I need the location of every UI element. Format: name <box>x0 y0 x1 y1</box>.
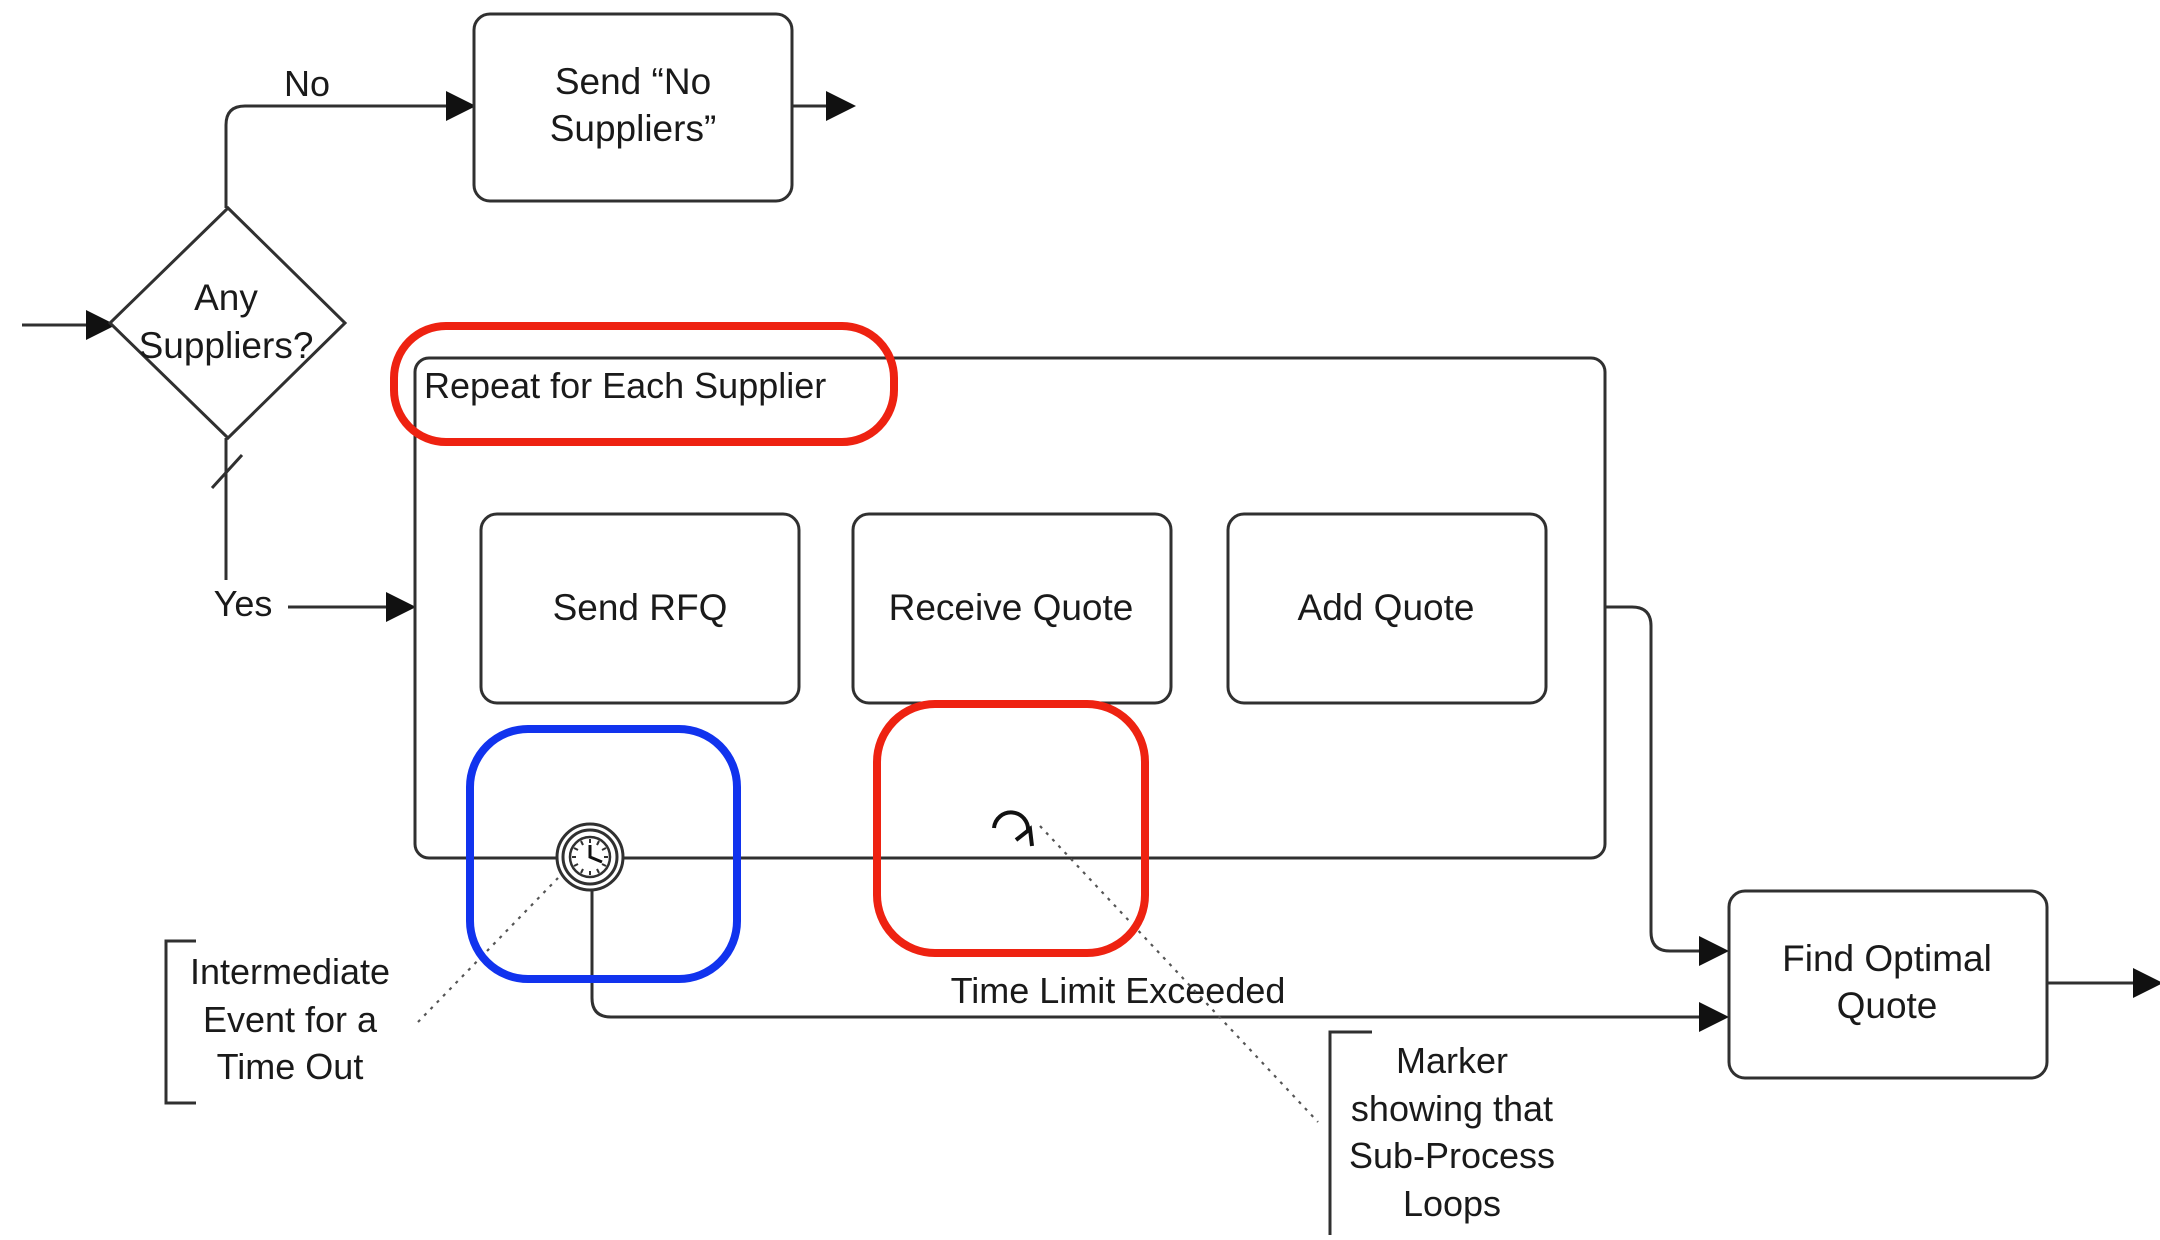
annotation-loop-line1: Marker <box>1396 1040 1508 1081</box>
task-send-rfq[interactable]: Send RFQ <box>479 512 801 705</box>
gateway-any-suppliers[interactable]: Any Suppliers? <box>107 205 348 441</box>
default-flow-slash <box>210 453 244 490</box>
branch-label-no: No <box>284 63 330 104</box>
task-find-optimal-line2: Quote <box>1837 985 1938 1026</box>
annotation-loop-line2: showing that <box>1351 1088 1553 1129</box>
highlight-timer-event <box>466 725 741 983</box>
task-add-quote[interactable]: Add Quote <box>1226 512 1548 705</box>
annotation-loop-line4: Loops <box>1403 1183 1501 1224</box>
task-receive-quote[interactable]: Receive Quote <box>851 512 1173 705</box>
annotation-timer-line1: Intermediate <box>190 951 390 992</box>
highlight-loop-marker <box>873 700 1149 957</box>
annotation-timer-line3: Time Out <box>217 1046 364 1087</box>
annotation-loop: Marker showing that Sub-Process Loops <box>1039 825 1555 1235</box>
annotation-timer: Intermediate Event for a Time Out <box>164 877 559 1105</box>
loop-marker-icon <box>992 810 1034 847</box>
task-find-optimal-quote[interactable]: Find Optimal Quote <box>1727 889 2049 1080</box>
flow-timeout-to-find <box>590 890 1729 1032</box>
highlight-subprocess-title <box>390 322 898 446</box>
task-send-no-suppliers-line1: Send “No <box>555 61 711 102</box>
subprocess-title: Repeat for Each Supplier <box>424 365 826 406</box>
task-send-no-suppliers[interactable]: Send “No Suppliers” <box>472 12 794 203</box>
task-add-quote-label: Add Quote <box>1298 587 1475 628</box>
task-send-no-suppliers-line2: Suppliers” <box>550 108 717 149</box>
annotation-timer-connector <box>417 877 559 1023</box>
gateway-label-line2: Suppliers? <box>139 325 314 366</box>
clock-icon[interactable] <box>555 822 625 892</box>
annotation-timer-line2: Event for a <box>203 999 378 1040</box>
flow-no-branch <box>224 91 476 208</box>
gateway-label-line1: Any <box>194 277 258 318</box>
timeout-flow-label: Time Limit Exceeded <box>951 970 1286 1011</box>
task-send-rfq-label: Send RFQ <box>553 587 728 628</box>
flow-subprocess-to-find <box>1605 605 1729 966</box>
task-receive-quote-label: Receive Quote <box>889 587 1134 628</box>
annotation-loop-line3: Sub-Process <box>1349 1135 1555 1176</box>
task-find-optimal-line1: Find Optimal <box>1782 938 1992 979</box>
branch-label-yes: Yes <box>214 583 273 624</box>
